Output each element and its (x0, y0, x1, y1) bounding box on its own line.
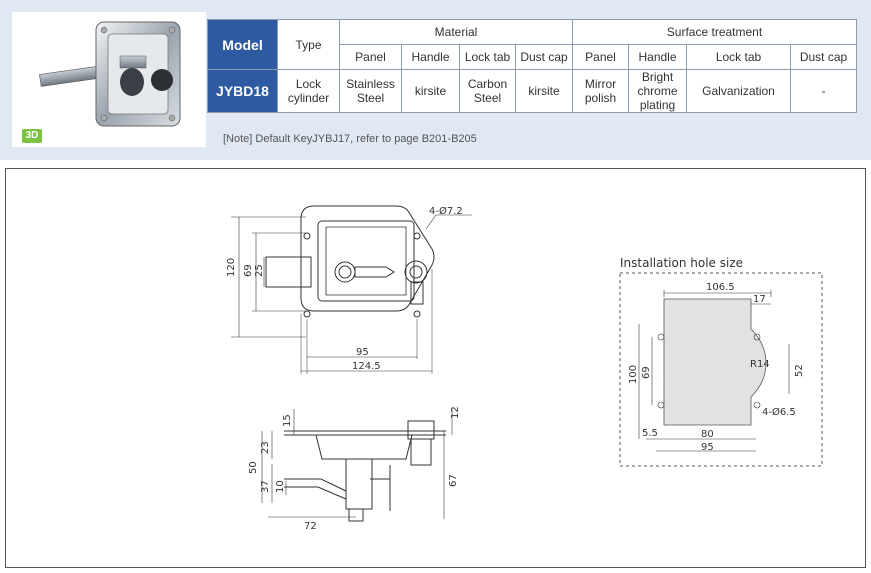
badge-3d[interactable]: 3D (22, 129, 42, 143)
installation-bottom-outer-label: 95 (701, 442, 714, 453)
front-height-outer-label: 120 (226, 258, 237, 277)
installation-height-outer-label: 100 (628, 365, 639, 384)
header-material-panel: Panel (339, 44, 402, 70)
header-material-handle: Handle (401, 44, 460, 70)
side-left-lower-label: 37 (260, 480, 271, 493)
header-surface-lock-tab: Lock tab (686, 44, 791, 70)
side-bottom-width-label: 72 (304, 521, 317, 532)
installation-hole-diagram: Installation hole size 106.5 17 100 (619, 256, 823, 467)
cell-material-panel: Stainless Steel (339, 69, 402, 113)
side-left-small-label: 10 (275, 480, 286, 493)
lock-photo-illustration (39, 21, 181, 127)
side-view (261, 409, 453, 522)
cell-material-handle: kirsite (401, 69, 460, 113)
header-surface-handle: Handle (628, 44, 687, 70)
installation-title: Installation hole size (620, 256, 743, 270)
cell-surface-panel: Mirror polish (572, 69, 629, 113)
installation-bottom-inner-label: 80 (701, 429, 714, 440)
front-height-inner-label: 25 (254, 264, 265, 277)
note-text: [Note] Default KeyJYBJ17, refer to page … (223, 133, 477, 145)
front-holes-label: 4-Ø7.2 (429, 205, 463, 217)
installation-radius-label: R14 (750, 359, 770, 370)
header-surface-panel: Panel (572, 44, 629, 70)
cell-surface-handle: Bright chrome plating (628, 69, 687, 113)
front-width-inner-label: 95 (356, 347, 369, 358)
side-top-label: 15 (282, 414, 293, 427)
cell-material-lock-tab: Carbon Steel (459, 69, 516, 113)
header-surface-dust-cap: Dust cap (790, 44, 857, 70)
front-height-mid-label: 69 (243, 264, 254, 277)
spec-panel: 3D Model Type Material Surface treatment… (0, 0, 871, 160)
front-width-outer-label: 124.5 (352, 361, 381, 372)
header-material: Material (339, 19, 573, 45)
side-left-outer-label: 50 (248, 461, 259, 474)
header-material-lock-tab: Lock tab (459, 44, 516, 70)
side-right-height-label: 67 (448, 474, 459, 487)
side-right-label: 12 (450, 406, 461, 419)
installation-height-inner-label: 69 (641, 366, 652, 379)
technical-drawing: 4-Ø7.2 120 69 25 95 124.5 15 12 50 23 37… (226, 205, 823, 532)
side-left-mid-label: 23 (260, 441, 271, 454)
spec-table: Model Type Material Surface treatment Pa… (207, 19, 857, 113)
front-view (231, 205, 472, 374)
cell-material-dust-cap: kirsite (515, 69, 573, 113)
installation-right-height-label: 52 (794, 364, 805, 377)
header-material-dust-cap: Dust cap (515, 44, 573, 70)
cell-type: Lock cylinder (277, 69, 340, 113)
cell-surface-lock-tab: Galvanization (686, 69, 791, 113)
installation-left-offset-label: 5.5 (642, 428, 658, 439)
installation-holes-label: 4-Ø6.5 (762, 406, 796, 418)
header-surface: Surface treatment (572, 19, 857, 45)
installation-top-right-label: 17 (753, 294, 766, 305)
product-photo (12, 12, 206, 147)
installation-width-top-label: 106.5 (706, 282, 735, 293)
cell-model: JYBD18 (207, 69, 278, 113)
cell-surface-dust-cap: - (790, 69, 857, 113)
header-type: Type (277, 19, 340, 70)
drawing-frame: 4-Ø7.2 120 69 25 95 124.5 15 12 50 23 37… (5, 168, 866, 568)
header-model: Model (207, 19, 278, 70)
